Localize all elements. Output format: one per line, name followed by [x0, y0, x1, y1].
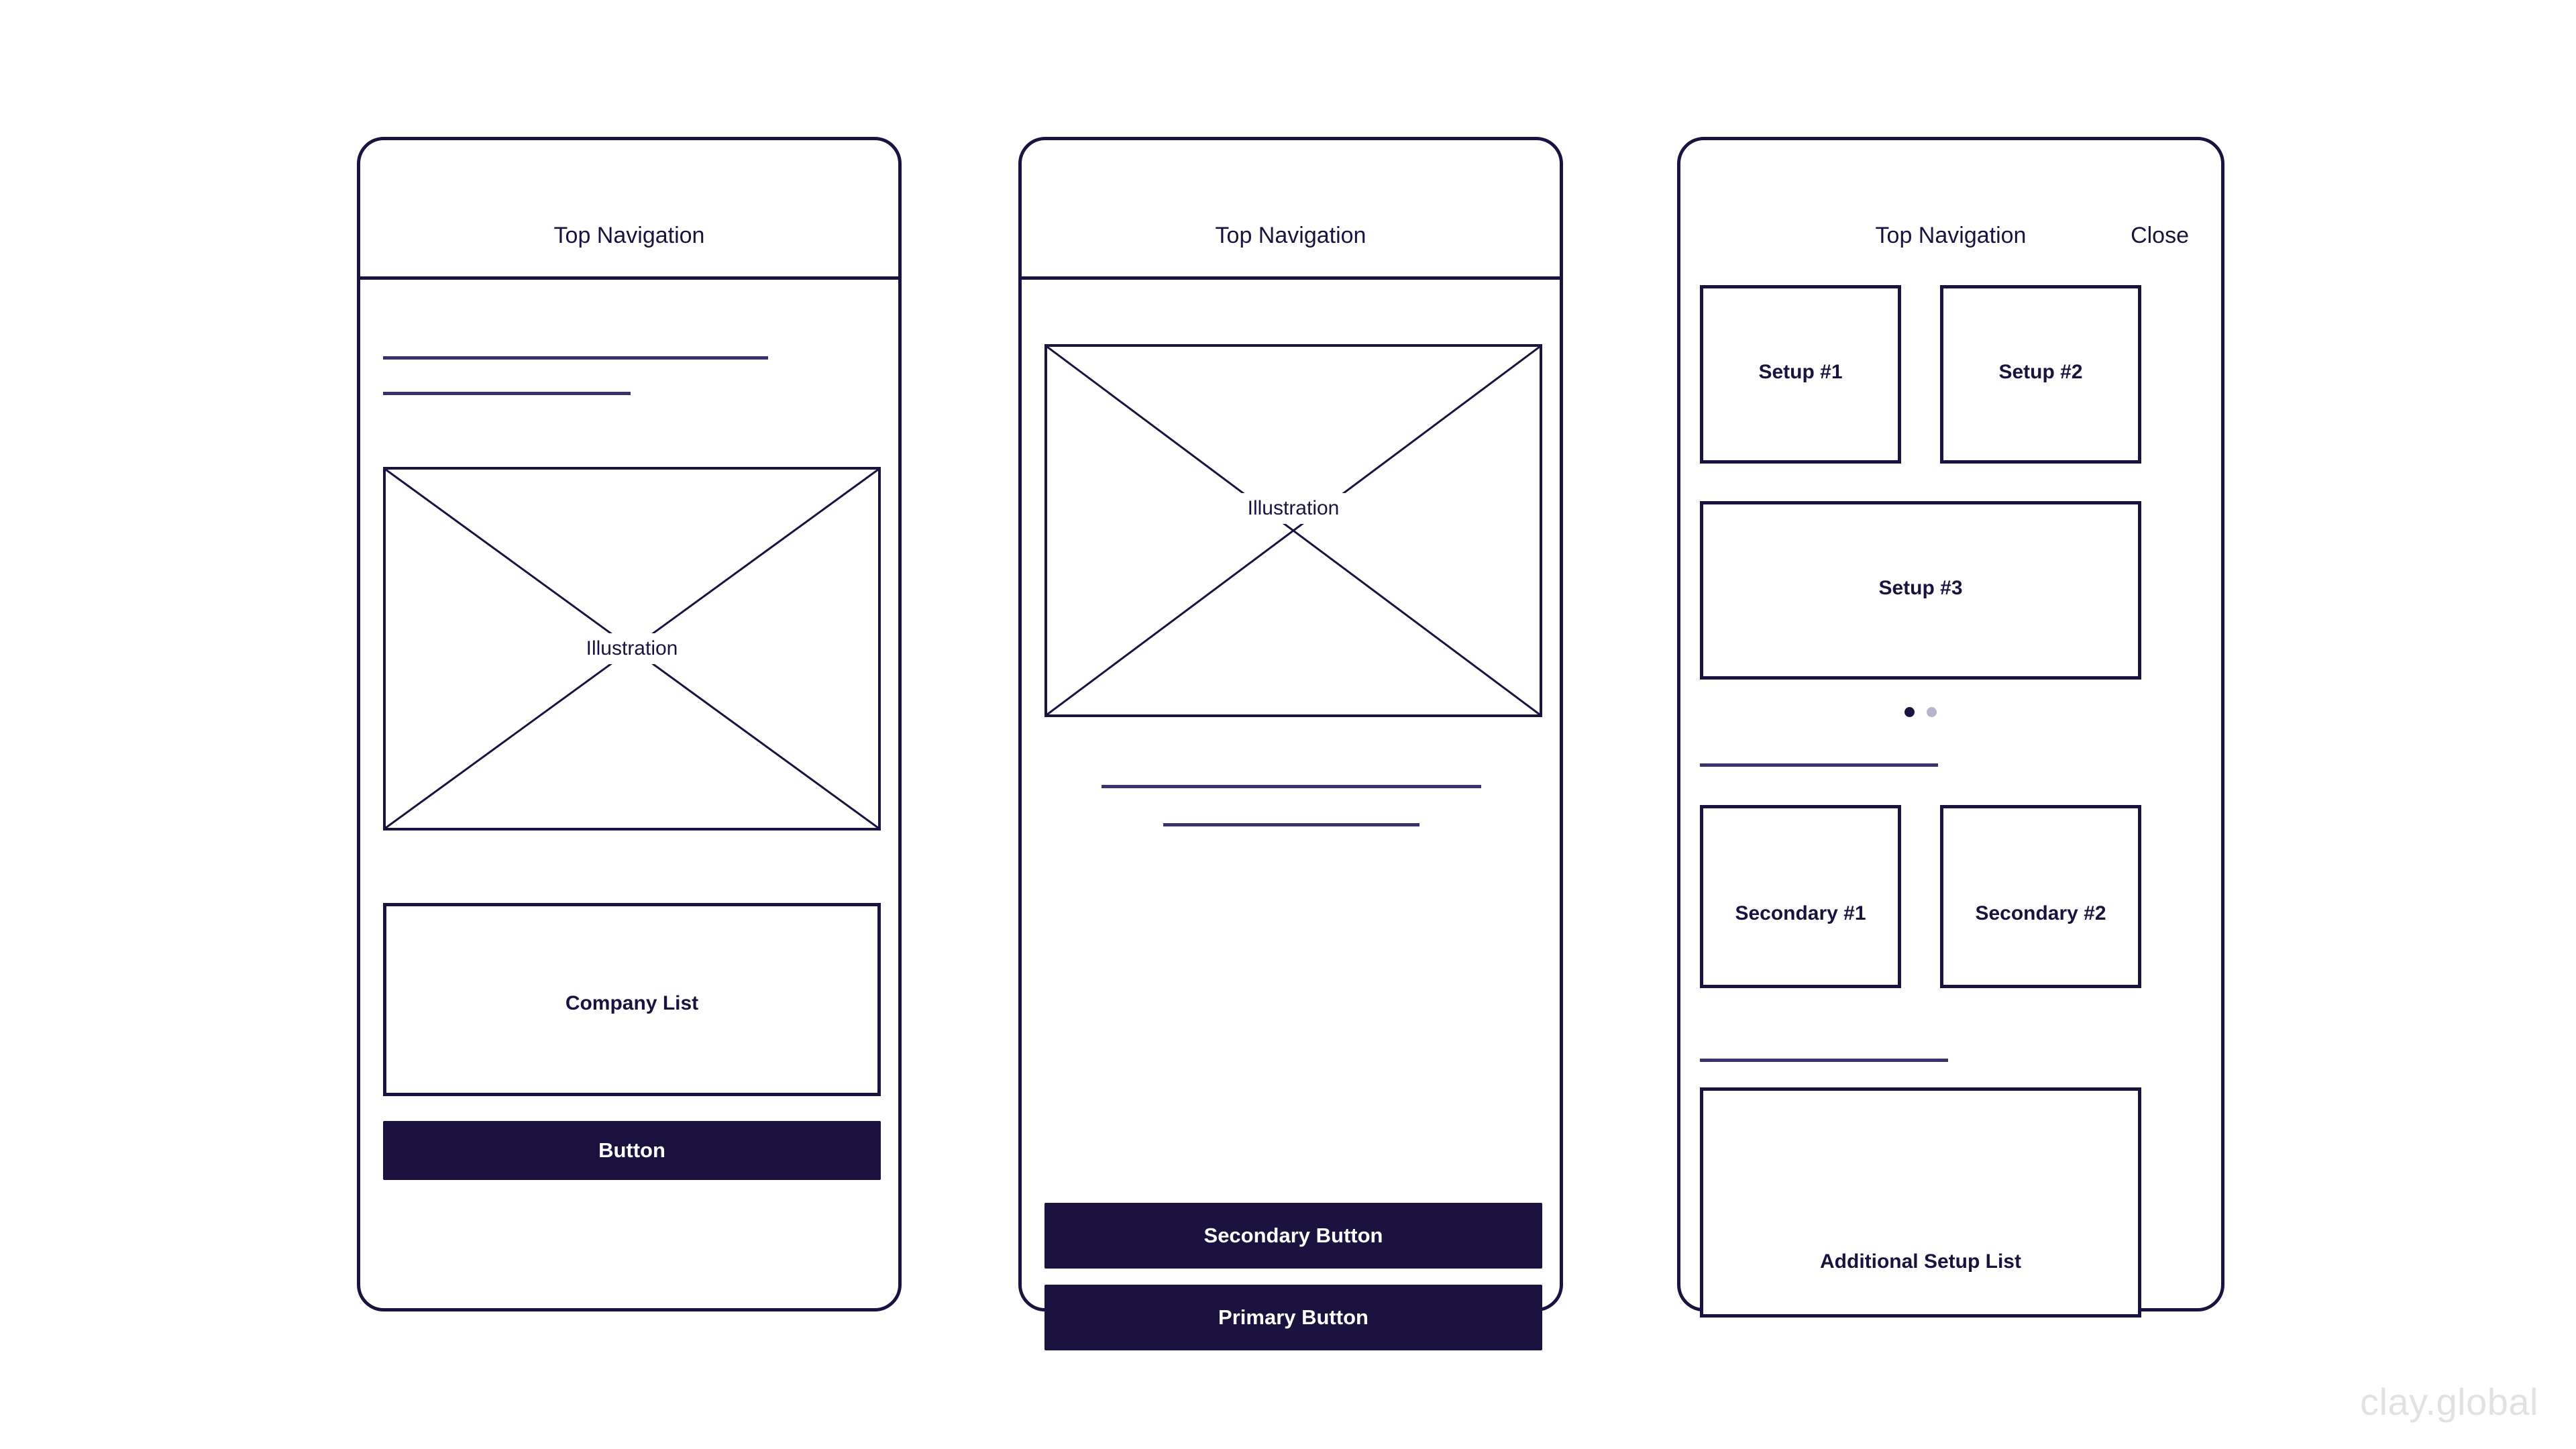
- secondary-card-2-label: Secondary #2: [1975, 902, 2106, 924]
- nav-divider-1: [357, 276, 902, 280]
- secondary-card-1[interactable]: Secondary #1: [1700, 805, 1901, 988]
- section-divider-3a: [1700, 763, 1938, 767]
- setup-card-2[interactable]: Setup #2: [1940, 285, 2141, 464]
- additional-setup-list-label: Additional Setup List: [1820, 1250, 2021, 1273]
- screen-3-content: Top Navigation Close Setup #1 Setup #2 S…: [1680, 140, 2221, 1318]
- top-navigation-title-1: Top Navigation: [553, 223, 705, 248]
- secondary-card-1-label: Secondary #1: [1735, 902, 1866, 924]
- screen-1-content: Top Navigation Illustration Company List…: [357, 140, 902, 1308]
- nav-divider-2: [1018, 276, 1563, 280]
- phone-frame-1: Top Navigation Illustration Company List…: [357, 137, 902, 1311]
- top-navigation-title-2: Top Navigation: [1215, 223, 1366, 248]
- illustration-placeholder-2: Illustration: [1044, 344, 1542, 717]
- setup-card-1-label: Setup #1: [1758, 361, 1843, 383]
- company-list-box[interactable]: Company List: [383, 903, 881, 1096]
- section-divider-3b: [1700, 1059, 1948, 1062]
- secondary-card-2[interactable]: Secondary #2: [1940, 805, 2141, 988]
- carousel-dot-active[interactable]: [1904, 707, 1915, 717]
- illustration-placeholder-1: Illustration: [383, 467, 881, 830]
- illustration-label-1: Illustration: [571, 633, 693, 664]
- primary-button-2[interactable]: Primary Button: [1044, 1285, 1542, 1350]
- company-list-label: Company List: [565, 992, 699, 1014]
- carousel-dots[interactable]: [1904, 707, 1937, 717]
- watermark: clay.global: [2360, 1381, 2538, 1423]
- carousel-dot-inactive[interactable]: [1927, 707, 1937, 717]
- secondary-button-2-label: Secondary Button: [1203, 1224, 1383, 1247]
- additional-setup-list[interactable]: Additional Setup List: [1700, 1087, 2141, 1318]
- setup-card-2-label: Setup #2: [1998, 361, 2083, 383]
- top-navigation-title-3: Top Navigation: [1875, 223, 2027, 248]
- setup-card-3-label: Setup #3: [1878, 577, 1963, 599]
- phone-frame-3: Top Navigation Close Setup #1 Setup #2 S…: [1677, 137, 2224, 1318]
- secondary-button-2[interactable]: Secondary Button: [1044, 1203, 1542, 1269]
- screen-2-content: Top Navigation Illustration Secondary Bu…: [1018, 140, 1563, 1350]
- setup-card-3[interactable]: Setup #3: [1700, 501, 2141, 680]
- primary-button-2-label: Primary Button: [1218, 1305, 1368, 1329]
- primary-button-1[interactable]: Button: [383, 1121, 881, 1180]
- text-placeholder-line-1a: [383, 356, 768, 360]
- phone-frame-2: Top Navigation Illustration Secondary Bu…: [1018, 137, 1563, 1350]
- primary-button-1-label: Button: [598, 1138, 665, 1162]
- close-button-3[interactable]: Close: [2131, 223, 2189, 248]
- text-placeholder-line-2b: [1163, 823, 1419, 826]
- setup-card-1[interactable]: Setup #1: [1700, 285, 1901, 464]
- text-placeholder-line-1b: [383, 392, 631, 395]
- text-placeholder-line-2a: [1102, 785, 1481, 788]
- illustration-cross-icon: [1047, 347, 1540, 714]
- illustration-label-2: Illustration: [1232, 493, 1354, 525]
